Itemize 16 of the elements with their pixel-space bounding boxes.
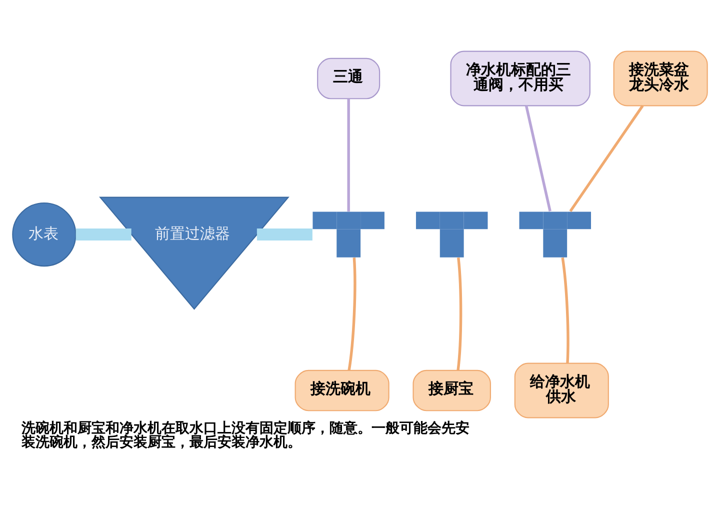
caption: 洗碗机和厨宝和净水机在取水口上没有固定顺序，随意。一般可能会先安装洗碗机，然后安装厨宝，最后安装净水机。 (21, 420, 470, 450)
node-box: 给净水机供水 (514, 362, 609, 418)
connector (347, 98, 350, 212)
node-box: 接洗菜盆龙头冷水 (613, 50, 708, 106)
connector (524, 105, 552, 212)
node-box: 净水机标配的三通阀，不用买 (450, 50, 590, 106)
connector (348, 258, 356, 371)
connector (76, 228, 132, 240)
connector (561, 257, 570, 364)
connector (456, 258, 462, 370)
node-box: 三通 (317, 58, 380, 100)
node-box: 接厨宝 (412, 370, 491, 412)
connector (256, 228, 312, 240)
connector (569, 104, 644, 212)
node-circle: 水表 (12, 202, 76, 267)
node-box: 接洗碗机 (294, 370, 390, 412)
